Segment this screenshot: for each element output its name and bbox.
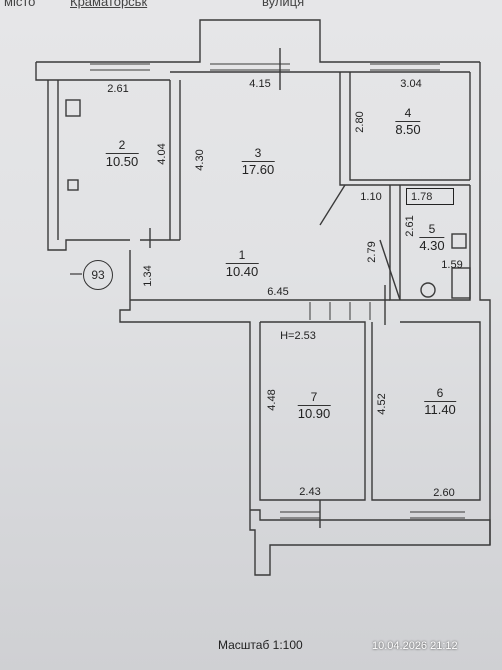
room-7-label: 7 10.90	[297, 390, 331, 421]
dim-4-04: 4.04	[156, 143, 168, 165]
dim-2-79: 2.79	[366, 241, 378, 263]
room-6-num: 6	[436, 386, 444, 400]
room-1-num: 1	[238, 248, 246, 262]
wall-corridor-left	[119, 250, 251, 510]
room-3-label: 3 17.60	[241, 146, 275, 177]
wall-outer-right	[479, 62, 491, 545]
wall-room4	[339, 72, 470, 186]
dim-1-78-box: 1.78	[406, 188, 454, 205]
photo-timestamp: 10.04.2026 21:12	[372, 640, 458, 652]
dim-1-59: 1.59	[441, 259, 463, 271]
room-5-area: 4.30	[419, 237, 445, 253]
dim-1-78: 1.78	[411, 191, 433, 203]
room-6-area: 11.40	[424, 401, 456, 417]
room-2-num: 2	[118, 138, 126, 152]
stove-symbol	[65, 99, 81, 117]
room-5-num: 5	[428, 222, 436, 236]
building-badge: 93	[83, 260, 113, 290]
wall-room7	[259, 321, 366, 501]
ceiling-height: H=2.53	[280, 330, 316, 342]
wall-room4-b	[349, 72, 470, 181]
door-swing-3	[319, 184, 346, 226]
room-1-label: 1 10.40	[225, 248, 259, 279]
dim-2-60: 2.60	[433, 487, 455, 499]
basin-symbol	[451, 233, 467, 249]
header-city-prefix: місто	[4, 0, 36, 9]
wall-room5	[389, 185, 471, 301]
room-4-num: 4	[404, 106, 412, 120]
dim-2-61-bath: 2.61	[404, 215, 416, 237]
room-2-area: 10.50	[105, 153, 139, 169]
room-1-area: 10.40	[225, 263, 259, 279]
dim-4-30: 4.30	[194, 149, 206, 171]
dim-1-34: 1.34	[142, 265, 154, 287]
dim-1-10: 1.10	[360, 191, 382, 203]
room-7-num: 7	[310, 390, 318, 404]
dim-2-80: 2.80	[354, 111, 366, 133]
dim-3-04: 3.04	[400, 78, 422, 90]
room-3-num: 3	[254, 146, 262, 160]
dim-4-52: 4.52	[376, 393, 388, 415]
sink-symbol	[67, 179, 79, 191]
room-2-label: 2 10.50	[105, 138, 139, 169]
room-4-area: 8.50	[395, 121, 421, 137]
dim-4-48: 4.48	[266, 389, 278, 411]
dim-2-43: 2.43	[299, 486, 321, 498]
wall-room6	[371, 321, 481, 501]
door-swing-5	[379, 239, 401, 301]
room-7-area: 10.90	[297, 405, 331, 421]
room-5-label: 5 4.30	[419, 222, 445, 253]
header-city: Краматорськ	[70, 0, 148, 9]
wall-room2	[47, 80, 130, 251]
wall-outer-bottom	[249, 509, 491, 576]
dim-6-45: 6.45	[267, 286, 289, 298]
dim-2-61-top: 2.61	[107, 83, 129, 95]
room-3-area: 17.60	[241, 161, 275, 177]
room-6-label: 6 11.40	[424, 386, 456, 417]
scale-label: Масштаб 1:100	[218, 638, 303, 652]
wall-outer-top-left	[35, 62, 48, 81]
wall-outer-top	[36, 19, 480, 63]
dim-4-15: 4.15	[249, 78, 271, 90]
room-4-label: 4 8.50	[395, 106, 421, 137]
tub-symbol	[451, 267, 471, 299]
toilet-symbol	[420, 282, 436, 298]
header-street: вулиця	[262, 0, 305, 9]
